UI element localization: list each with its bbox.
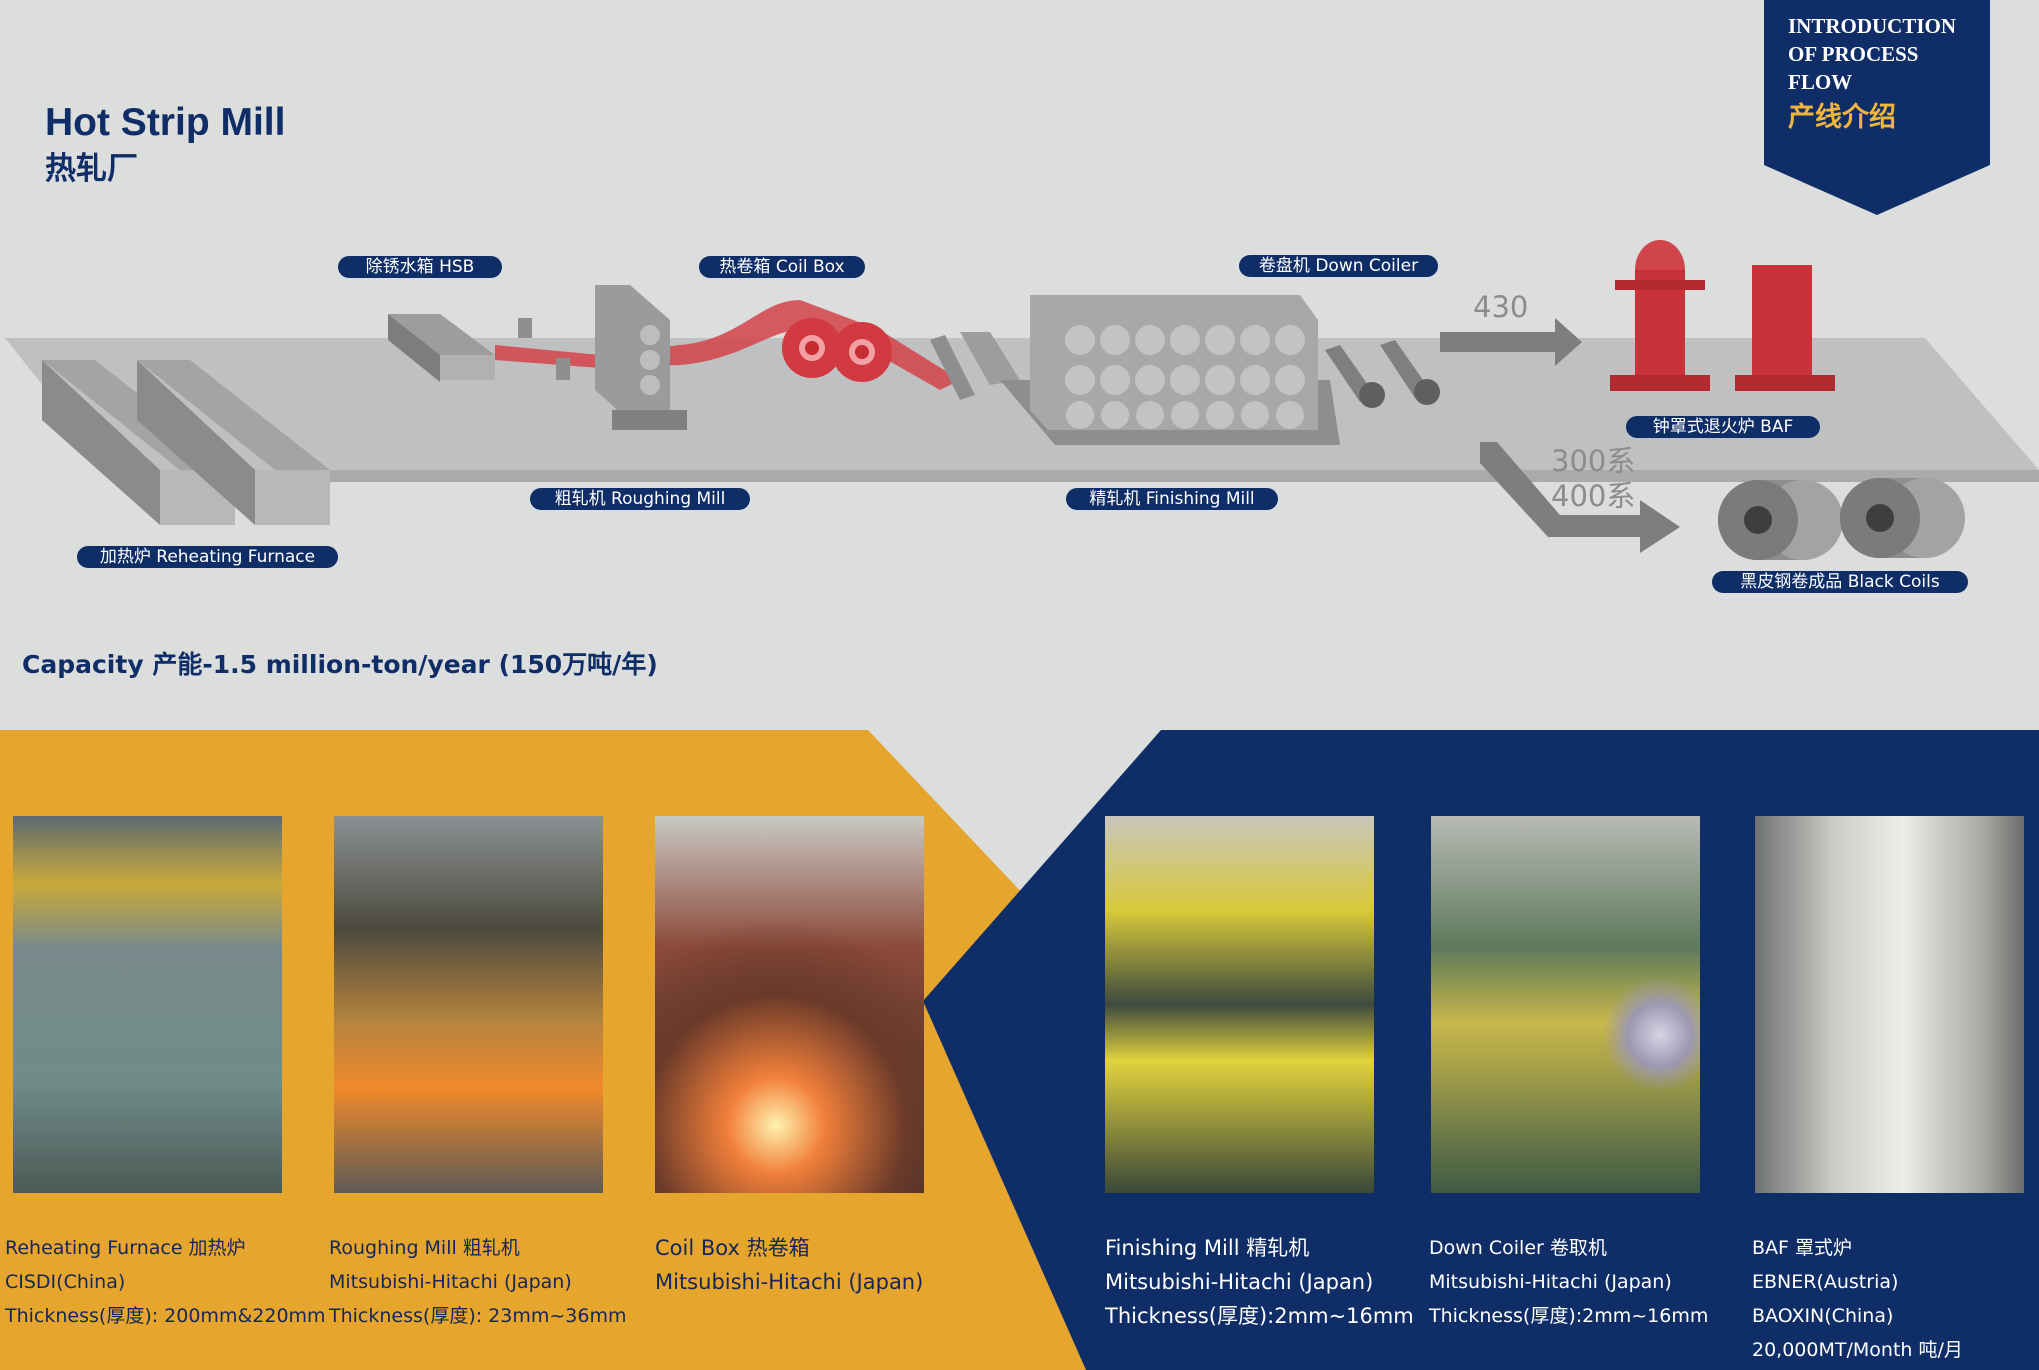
caption-finishing-mill: Finishing Mill 精轧机 Mitsubishi-Hitachi (J… [1105,1231,1414,1333]
caption-line: Mitsubishi-Hitachi (Japan) [1105,1270,1374,1294]
label-finishing-mill: 精轧机 Finishing Mill [1066,488,1278,510]
caption-line: 20,000MT/Month 吨/月 [1752,1339,1963,1361]
badge-line-2: OF PROCESS [1788,42,1919,66]
photo-roughing-mill [334,816,603,1193]
caption-roughing-mill: Roughing Mill 粗轧机 Mitsubishi-Hitachi (Ja… [329,1231,626,1333]
photo-finishing-mill [1105,816,1374,1193]
caption-line: Mitsubishi-Hitachi (Japan) [329,1271,572,1293]
caption-line: Mitsubishi-Hitachi (Japan) [655,1270,924,1294]
label-coil-box: 热卷箱 Coil Box [699,256,865,278]
page-title: Hot Strip Mill 热轧厂 [45,100,285,192]
baf-graphic [1610,240,1835,391]
label-down-coiler: 卷盘机 Down Coiler [1239,255,1438,277]
section-badge: INTRODUCTION OF PROCESS FLOW 产线介绍 [1764,0,1990,215]
caption-title: BAF 罩式炉 [1752,1237,1853,1259]
caption-line: Thickness(厚度):2mm~16mm [1105,1304,1414,1328]
caption-reheating-furnace: Reheating Furnace 加热炉 CISDI(China) Thick… [5,1231,326,1333]
caption-line: Thickness(厚度): 200mm&220mm [5,1305,326,1327]
caption-down-coiler: Down Coiler 卷取机 Mitsubishi-Hitachi (Japa… [1429,1231,1708,1333]
label-roughing-mill: 粗轧机 Roughing Mill [530,488,750,510]
caption-line: CISDI(China) [5,1271,126,1293]
caption-baf: BAF 罩式炉 EBNER(Austria) BAOXIN(China) 20,… [1752,1231,1963,1367]
caption-line: EBNER(Austria) [1752,1271,1899,1293]
capacity-text: Capacity 产能-1.5 million-ton/year (150万吨/… [22,650,658,679]
arrow-430 [1440,318,1582,366]
badge-line-3: FLOW [1788,70,1853,94]
caption-title: Finishing Mill 精轧机 [1105,1236,1310,1260]
reheating-furnace-graphic [42,360,330,525]
photo-reheating-furnace [13,816,282,1193]
title-en: Hot Strip Mill [45,101,286,144]
route-300: 300系 [1551,444,1636,478]
caption-title: Reheating Furnace 加热炉 [5,1237,246,1259]
roughing-mill-graphic [518,285,687,430]
photo-baf [1755,816,2024,1193]
caption-line: Thickness(厚度):2mm~16mm [1429,1305,1709,1327]
route-400: 400系 [1551,479,1636,513]
badge-zh: 产线介绍 [1788,102,1896,133]
coil-box-graphic [782,318,1020,400]
badge-line-1: INTRODUCTION [1788,14,1957,38]
photo-down-coiler [1431,816,1700,1193]
arrow-300-400 [1480,442,1680,553]
black-coils-graphic [1718,478,1965,560]
caption-title: Down Coiler 卷取机 [1429,1237,1607,1259]
hsb-graphic [388,314,495,382]
title-zh: 热轧厂 [45,151,138,187]
caption-title: Coil Box 热卷箱 [655,1236,810,1260]
caption-coil-box: Coil Box 热卷箱 Mitsubishi-Hitachi (Japan) [655,1231,923,1299]
label-baf: 钟罩式退火炉 BAF [1626,416,1820,438]
route-430: 430 [1473,290,1529,324]
finishing-mill-graphic [1000,295,1340,445]
caption-line: Thickness(厚度): 23mm~36mm [329,1305,627,1327]
label-black-coils: 黑皮钢卷成品 Black Coils [1712,571,1968,593]
process-floor [5,338,2039,482]
caption-line: BAOXIN(China) [1752,1305,1894,1327]
down-coiler-graphic [1325,340,1440,408]
caption-title: Roughing Mill 粗轧机 [329,1237,520,1259]
photo-coil-box [655,816,924,1193]
label-hsb: 除锈水箱 HSB [338,256,502,278]
caption-line: Mitsubishi-Hitachi (Japan) [1429,1271,1672,1293]
label-reheating-furnace: 加热炉 Reheating Furnace [77,546,338,568]
